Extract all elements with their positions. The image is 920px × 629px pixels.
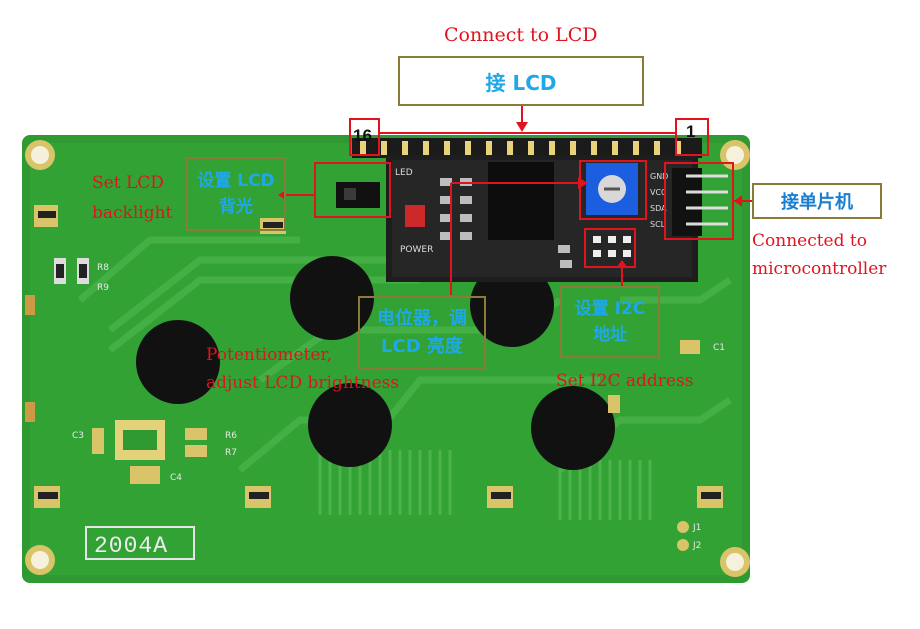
pin-label-gnd: GND bbox=[650, 172, 668, 181]
component-label-c4: C4 bbox=[170, 473, 182, 483]
mcu-header-box bbox=[664, 162, 734, 240]
component-label-r8: R8 bbox=[97, 263, 109, 273]
pcf8574-chip bbox=[488, 162, 554, 240]
mounting-holes bbox=[25, 140, 750, 577]
pin1-box bbox=[675, 118, 709, 156]
component-label-r9: R9 bbox=[97, 283, 109, 293]
component-label-j1: J1 bbox=[692, 523, 701, 533]
lcd-header-pins bbox=[360, 141, 681, 155]
component-label-r7: R7 bbox=[225, 448, 237, 458]
pot-en-2: adjust LCD brightness bbox=[206, 373, 400, 393]
model-silkscreen-box bbox=[85, 526, 195, 560]
pin-label-sda: SDA bbox=[650, 204, 667, 213]
component-label-c1: C1 bbox=[713, 343, 725, 353]
potentiometer-box bbox=[579, 160, 647, 220]
pot-cn-box: 电位器，调 LCD 亮度 bbox=[358, 296, 486, 370]
led-silkscreen: LED bbox=[395, 168, 413, 178]
pot-cn-1: 电位器，调 bbox=[377, 308, 467, 329]
pot-cn-2: LCD 亮度 bbox=[381, 336, 463, 357]
i2c-cn-1: 设置 I2C bbox=[574, 299, 646, 319]
connect-mcu-cn-box: 接单片机 bbox=[752, 183, 882, 219]
pin16-box bbox=[349, 118, 380, 156]
pin-label-scl: SCL bbox=[650, 220, 666, 229]
mcu-header-pins bbox=[686, 174, 728, 226]
backlight-cn-2: 背光 bbox=[219, 197, 253, 217]
i2c-cn-2: 地址 bbox=[593, 325, 627, 345]
backlight-cn-box: 设置 LCD 背光 bbox=[186, 157, 286, 231]
component-label-r6: R6 bbox=[225, 431, 237, 441]
backlight-cn-1: 设置 LCD bbox=[197, 171, 275, 191]
connect-lcd-en: Connect to LCD bbox=[444, 24, 598, 46]
pin-1-label: 1 bbox=[686, 122, 696, 141]
connect-mcu-cn: 接单片机 bbox=[781, 192, 853, 213]
component-label-j2: J2 bbox=[692, 541, 701, 551]
backlight-jumper bbox=[336, 182, 380, 208]
pin-16-label: 16 bbox=[353, 126, 372, 145]
annotation-lines bbox=[286, 106, 752, 295]
smd-components bbox=[25, 258, 700, 551]
i2c-en: Set I2C address bbox=[556, 371, 694, 391]
connect-lcd-cn: 接 LCD bbox=[485, 70, 557, 95]
backlight-en-2: backlight bbox=[92, 203, 173, 223]
power-silkscreen: POWER bbox=[400, 245, 433, 255]
chip-blobs bbox=[136, 256, 615, 470]
model-silkscreen: 2004A bbox=[94, 533, 168, 559]
pot-en-1: Potentiometer, bbox=[206, 345, 333, 365]
connect-mcu-en-1: Connected to bbox=[752, 231, 867, 251]
connect-mcu-en-2: microcontroller bbox=[752, 259, 887, 279]
backlight-en-1: Set LCD bbox=[92, 173, 164, 193]
backlight-jumper-box bbox=[314, 162, 391, 218]
connect-lcd-cn-box: 接 LCD bbox=[398, 56, 644, 106]
address-jumper-pads bbox=[593, 236, 631, 257]
i2c-cn-box: 设置 I2C 地址 bbox=[560, 286, 660, 358]
pin-label-vcc: VCC bbox=[650, 188, 667, 197]
i2c-jumper-box bbox=[584, 228, 636, 268]
component-label-c3: C3 bbox=[72, 431, 84, 441]
